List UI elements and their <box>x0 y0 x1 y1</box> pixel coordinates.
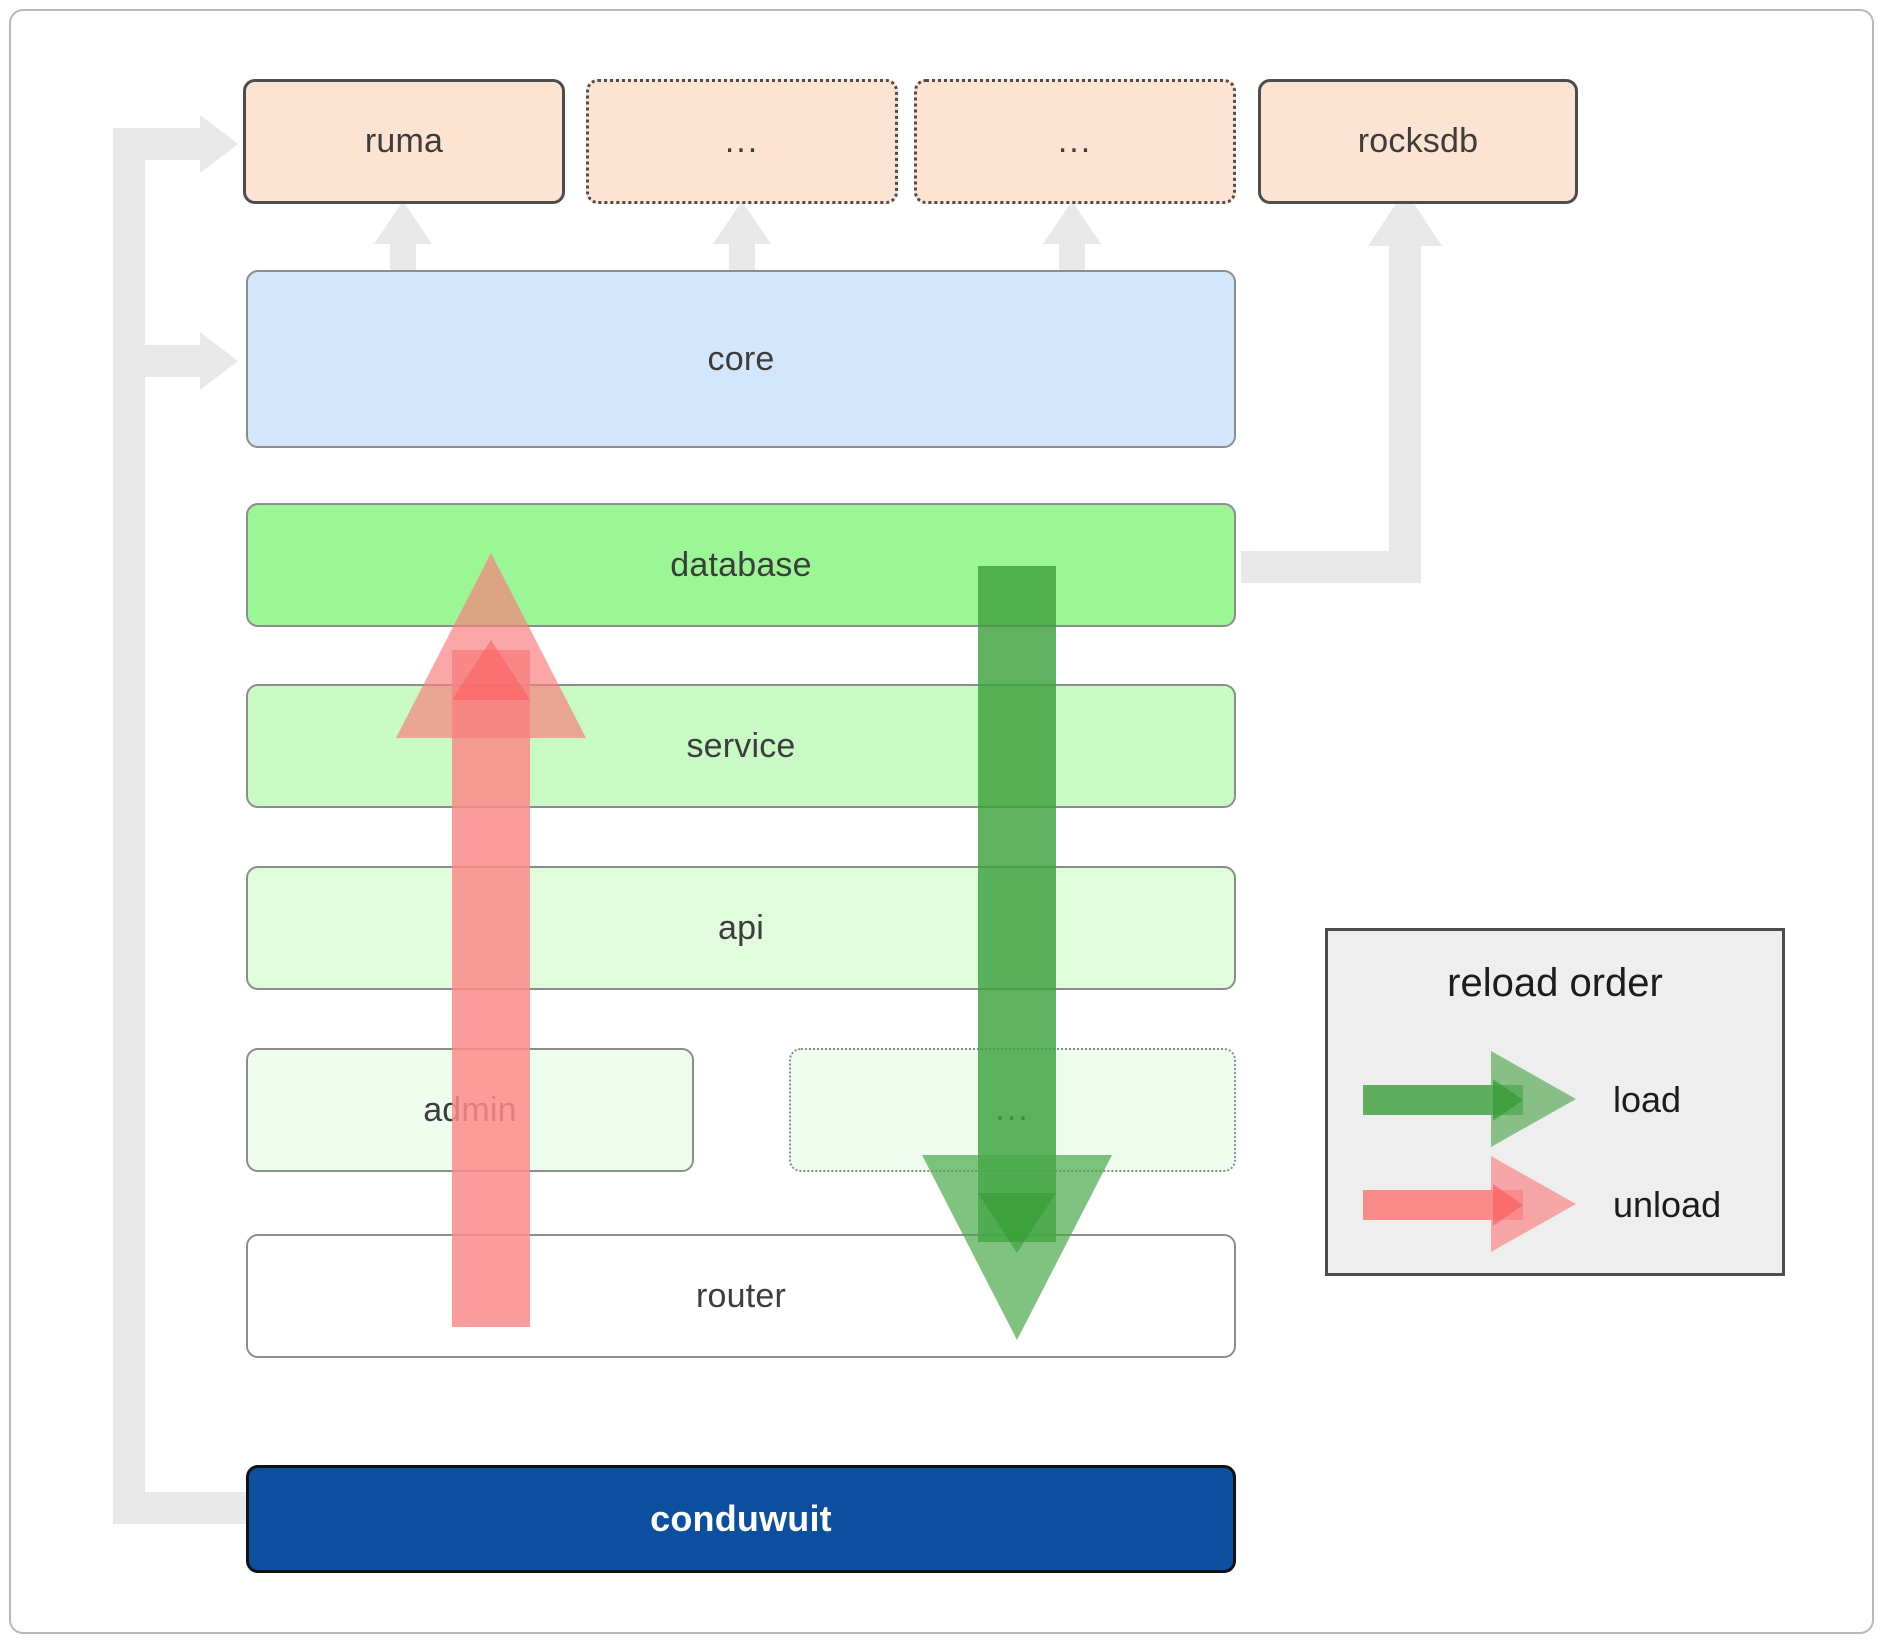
layer-label-service: service <box>686 726 796 765</box>
dependency-box-ruma[interactable]: ruma <box>243 79 565 204</box>
legend-title: reload order <box>1447 961 1663 1005</box>
arrow-core-to-ruma <box>374 201 432 275</box>
root-box-conduwuit[interactable]: conduwuit <box>246 1465 1236 1573</box>
legend-unload-arrow-icon <box>1363 1156 1576 1252</box>
legend-label-load: load <box>1613 1079 1682 1120</box>
dependency-label-rocksdb: rocksdb <box>1357 122 1479 160</box>
dependency-label-ellipsis-2: ... <box>1057 121 1093 160</box>
arrowhead-to-rocksdb <box>1368 190 1442 246</box>
layer-label-ellipsis: ... <box>995 1090 1030 1129</box>
layer-label-api: api <box>718 908 764 947</box>
legend-label-unload: unload <box>1613 1184 1722 1225</box>
layer-box-api[interactable]: api <box>246 866 1236 990</box>
layer-label-core: core <box>707 339 775 378</box>
dependency-trunk-gray <box>113 128 248 1524</box>
layer-label-database: database <box>670 545 812 584</box>
dependency-box-rocksdb[interactable]: rocksdb <box>1258 79 1578 204</box>
legend-panel: reload order load unload <box>1325 928 1785 1276</box>
layer-label-router: router <box>695 1276 787 1315</box>
layer-box-router[interactable]: router <box>246 1234 1236 1358</box>
layer-box-core[interactable]: core <box>246 270 1236 448</box>
arrowhead-to-ruma <box>200 115 238 173</box>
layer-box-database[interactable]: database <box>246 503 1236 627</box>
arrow-core-to-dep3 <box>1043 201 1101 275</box>
dependency-box-ellipsis-2[interactable]: ... <box>914 79 1236 204</box>
dependency-edge-database-rocksdb <box>1241 230 1421 583</box>
layer-box-service[interactable]: service <box>246 684 1236 808</box>
dependency-label-ruma: ruma <box>364 122 444 160</box>
layer-box-admin[interactable]: admin <box>246 1048 694 1172</box>
arrowhead-to-core <box>200 332 238 390</box>
root-label-conduwuit: conduwuit <box>650 1498 832 1539</box>
dependency-box-ellipsis-1[interactable]: ... <box>586 79 898 204</box>
dependency-label-ellipsis-1: ... <box>724 121 760 160</box>
legend-load-arrow-icon <box>1363 1051 1576 1147</box>
layer-label-admin: admin <box>423 1090 517 1129</box>
layer-box-ellipsis[interactable]: ... <box>789 1048 1236 1172</box>
arrow-core-to-dep2 <box>713 201 771 275</box>
